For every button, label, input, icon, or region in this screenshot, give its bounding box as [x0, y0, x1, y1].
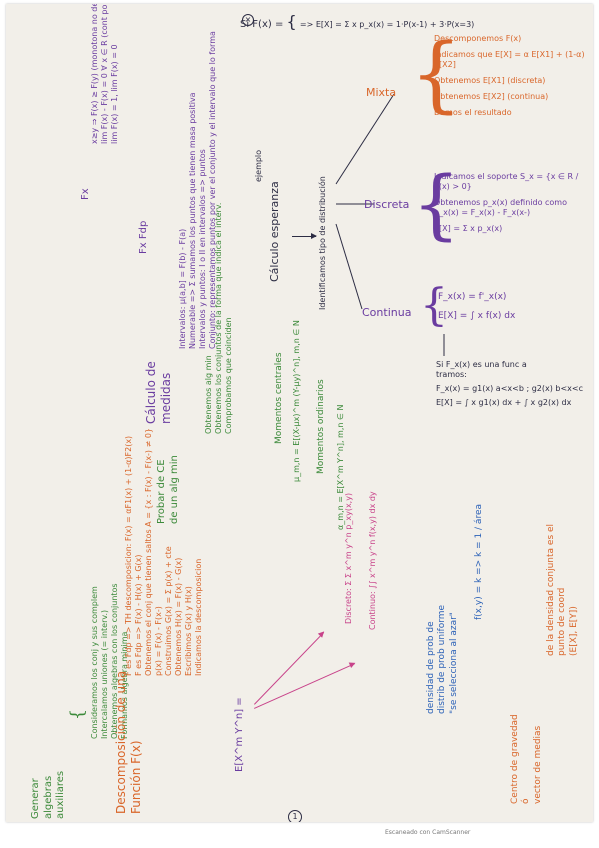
arrow-to-identificamos — [292, 232, 317, 240]
tramos-block: Si F_x(x) es una func a tramos: F_x(x) =… — [436, 360, 583, 407]
medidas-item: Numerable => Σ sumamos los puntos que ti… — [188, 92, 197, 349]
mixta-label: Mixta — [366, 86, 397, 99]
continua-label: Continua — [362, 306, 412, 319]
fx-label: Fx — [80, 188, 91, 200]
descomp-item: Escribimos G(x) y H(x) — [184, 586, 193, 676]
medidas-item: Conjunto: representamos puntos por ver e… — [208, 31, 217, 349]
page-number: 1 — [288, 810, 302, 822]
esperanza-top-formula: Si F(x) = { => E[X] = Σ x p_x(x) = 1·P(x… — [240, 12, 475, 31]
densidad-formula: f(x,y) = k => k = 1 / área — [474, 503, 484, 620]
momentos-centrales-formula: μ_m,n = E[(X-μx)^m (Y-μy)^n], m,n ∈ N — [292, 320, 301, 482]
mixta-item: Descomponemos F(x) — [434, 34, 522, 43]
densidad-title: densidad de prob de distrib de prob unif… — [426, 604, 459, 714]
descomp-item: p(x) = F(x) - F(x-) — [154, 606, 163, 676]
discreta-item: Obtenemos p_x(x) definido como p_x(x) = … — [434, 198, 567, 217]
descomposicion-title: Descomposición de una Función F(x) — [114, 670, 143, 814]
mixta-item: Damos el resultado — [434, 108, 512, 117]
branch-continua — [335, 223, 363, 310]
generar-item: Intercalamos uniones (= interv.) — [100, 609, 109, 739]
medidas-list: Intervalos: μ(a,b] = F(b) - F(a) Numerab… — [178, 31, 218, 349]
centro-text: de la densidad conjunta es el punto de c… — [546, 523, 579, 656]
fx-list: x≥y ⇒ F(x) ≥ F(y) (monotona no decrecien… — [90, 4, 120, 144]
esperanza-center-label: Cálculo esperanza — [268, 181, 281, 282]
arrow-discreto — [254, 632, 325, 705]
arrow-continuo — [254, 663, 355, 710]
exy-continuo: Continuo: ∫∫ x^m y^n f(x,y) dx dy — [368, 491, 377, 630]
exy-discreto: Discreto: Σ Σ x^m y^n p_xy(x,y) — [344, 492, 353, 624]
ejemplo-note: ejemplo — [254, 149, 263, 182]
identificamos-label: Identificamos tipo de distribución — [318, 176, 327, 310]
continua-list: F_x(x) = f'_x(x) E[X] = ∫ x f(x) dx — [438, 292, 588, 323]
continua-brace: { — [420, 280, 448, 331]
fx-item: lim F(x) - F(x) = 0 ∀ x ∈ R (cont por la… — [100, 4, 109, 144]
descomposicion-list: F es Fdp => TH descomposicion: F(x) = αF… — [124, 428, 204, 676]
medidas-item: Intervalos: μ(a,b] = F(b) - F(a) — [178, 228, 187, 349]
probar-item: Comprobamos que coinciden — [224, 317, 233, 434]
mixta-brace: { — [410, 27, 463, 122]
fx-item: lim F(x) = 1, lim F(x) = 0 — [110, 44, 119, 144]
generar-brace: { — [67, 708, 89, 721]
discreta-list: Indicamos el soporte S_x = {x ∈ R / P(x)… — [434, 172, 589, 234]
descomp-item: Construimos G(x) = Σ p(x) + cte — [164, 546, 173, 676]
generar-item: Consideramos los conj y sus complem — [90, 586, 99, 739]
discreta-brace: { — [412, 159, 461, 248]
centro-title: Centro de gravedad ó vector de medias — [510, 714, 543, 804]
mixta-item: Obtenemos E[X2] (continua) — [434, 92, 549, 101]
mixta-list: Descomponemos F(x) Indicamos que E[X] = … — [434, 34, 589, 118]
discreta-label: Discreta — [364, 198, 410, 211]
fx-fdp-label: Fx Fdp — [138, 220, 149, 254]
circled-mark: × — [242, 14, 254, 26]
branch-mixta — [335, 93, 395, 185]
generar-title: Generar algebras auxiliares — [30, 770, 66, 819]
fx-item: x≥y ⇒ F(x) ≥ F(y) (monotona no decrecien… — [90, 4, 99, 144]
continua-item: F_x(x) = f'_x(x) — [438, 292, 507, 302]
momentos-ordinarios: Momentos ordinarios — [316, 379, 326, 474]
descomp-item: Indicamos la descomposicion — [194, 558, 203, 676]
descomp-item: F es Fdp => F(x) - H(x) + G(x) — [134, 554, 143, 676]
descomp-item: Obtenemos el conj que tienen saltos A = … — [144, 427, 153, 676]
mixta-item: Obtenemos E[X1] (discreta) — [434, 76, 546, 85]
notes-page: Generar algebras auxiliares { Consideram… — [6, 4, 593, 822]
scanner-footer: Escaneado con CamScanner — [385, 829, 471, 836]
medidas-title: Cálculo de medidas — [144, 361, 173, 424]
continua-item: E[X] = ∫ x f(x) dx — [438, 311, 516, 322]
medidas-item: Intervalos y puntos: I o II en intervalo… — [198, 149, 207, 349]
mixta-item: Indicamos que E[X] = α E[X1] + (1-α) E[X… — [434, 50, 585, 69]
descomp-item: F es Fdp => TH descomposicion: F(x) = αF… — [124, 435, 133, 676]
discreta-item: Indicamos el soporte S_x = {x ∈ R / P(x)… — [434, 172, 579, 191]
descomp-item: Obtenemos H(x) = F(x) - G(x) — [174, 557, 183, 676]
momentos-centrales: Momentos centrales — [274, 352, 284, 444]
exy-label: E[X^m Y^n] = — [234, 697, 245, 772]
discreta-item: E[X] = Σ x p_x(x) — [434, 224, 503, 233]
